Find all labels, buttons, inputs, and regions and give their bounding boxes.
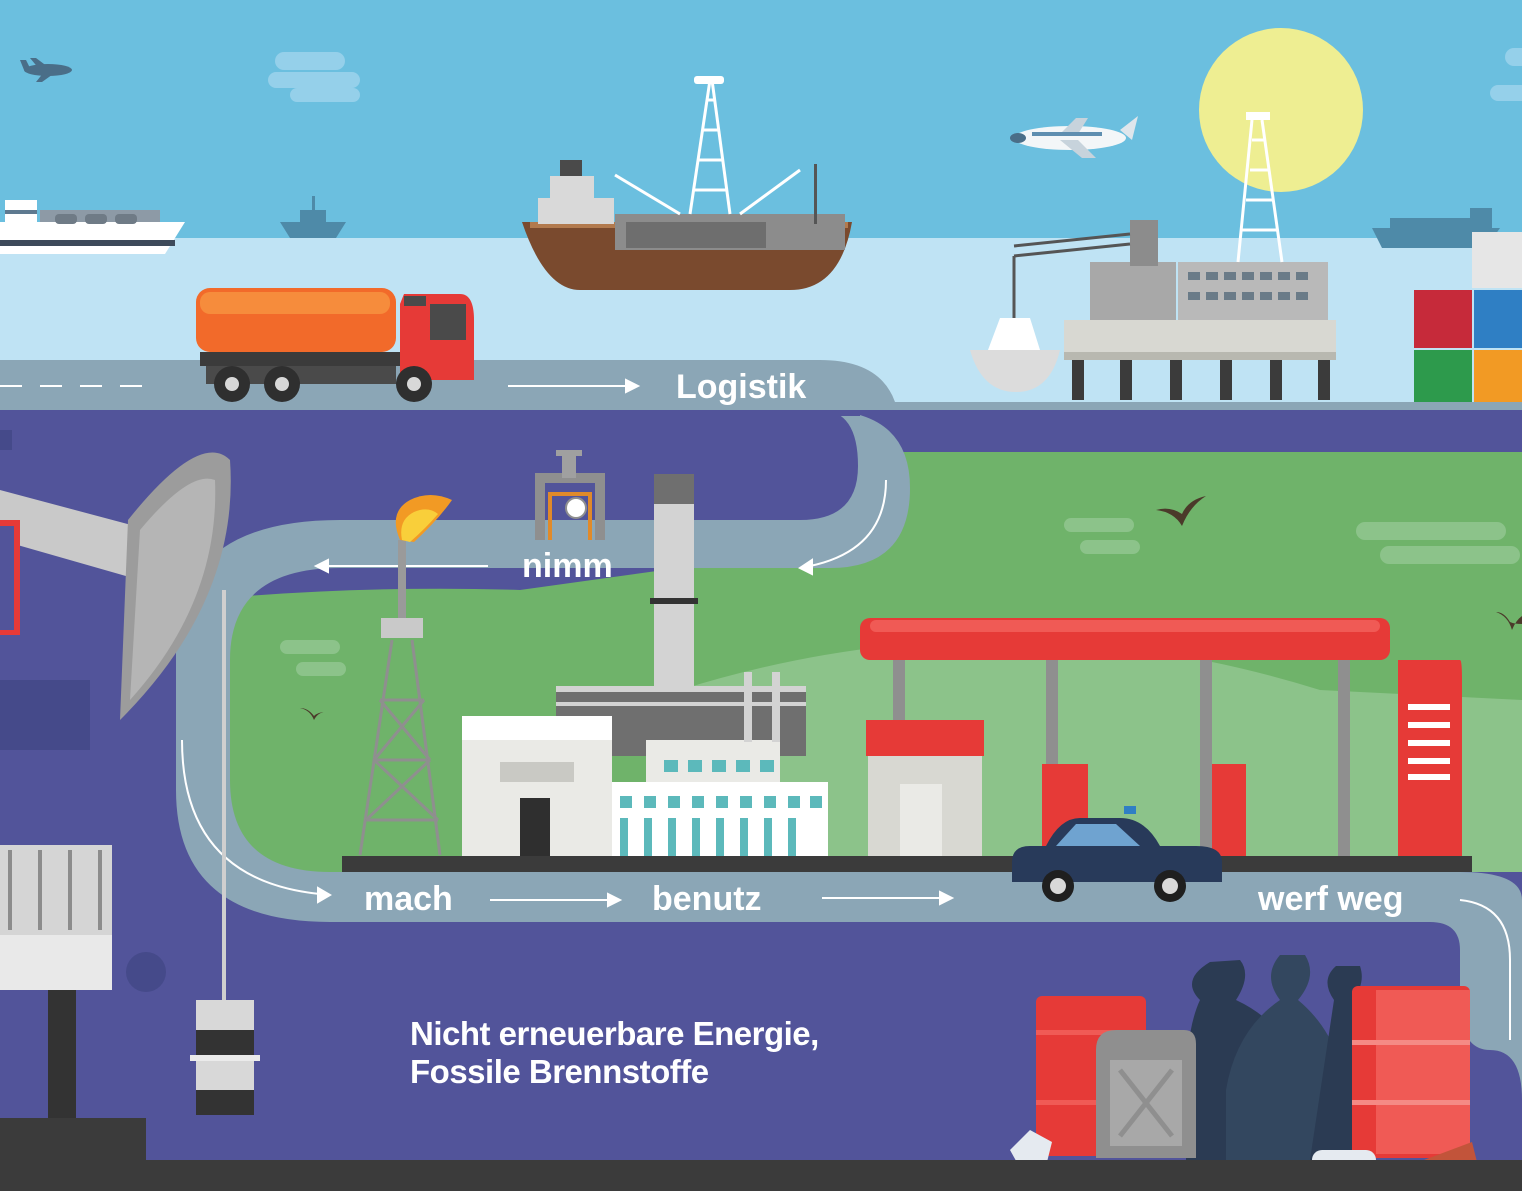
car-icon xyxy=(1012,806,1222,902)
road-loop xyxy=(176,410,1522,1100)
caption: Nicht erneuerbare Energie, Fossile Brenn… xyxy=(410,1015,819,1091)
shipping-containers-icon xyxy=(1414,232,1522,406)
cargo-ship-icon xyxy=(1372,208,1500,248)
waste-pile-icon xyxy=(1010,955,1478,1180)
label-werf-weg: werf weg xyxy=(1258,880,1404,918)
airplane-icon xyxy=(1010,116,1138,158)
ground-line xyxy=(342,856,1472,872)
gas-station-icon xyxy=(860,618,1462,860)
label-nimm: nimm xyxy=(522,547,613,585)
flare-tower-icon xyxy=(358,495,452,856)
caption-line-2: Fossile Brennstoffe xyxy=(410,1053,709,1090)
chimney-icon xyxy=(650,474,698,694)
power-plant-icon xyxy=(462,672,828,856)
pumpjack-icon xyxy=(0,430,260,1120)
label-benutz: benutz xyxy=(652,880,762,918)
label-logistik: Logistik xyxy=(676,368,807,406)
cloud-icon xyxy=(268,52,360,102)
valve-icon xyxy=(535,450,605,540)
boat-icon xyxy=(970,318,1060,392)
ground-base xyxy=(0,1160,1522,1191)
cargo-ship-icon xyxy=(0,200,185,254)
bird-icon xyxy=(300,496,1522,720)
caption-line-1: Nicht erneuerbare Energie, xyxy=(410,1015,819,1052)
ground-base xyxy=(0,1118,146,1160)
road-edge xyxy=(0,410,860,416)
small-vessel-icon xyxy=(280,196,346,238)
offshore-platform-icon xyxy=(1012,112,1336,400)
airplane-icon xyxy=(20,58,72,82)
tanker-truck-icon xyxy=(196,288,474,402)
drilling-ship-icon xyxy=(522,76,852,290)
cloud-icon xyxy=(280,518,1520,676)
label-mach: mach xyxy=(364,880,453,918)
flow-arrows xyxy=(181,378,1511,1040)
cloud-icon xyxy=(1490,48,1522,101)
sun-icon xyxy=(1199,28,1363,192)
